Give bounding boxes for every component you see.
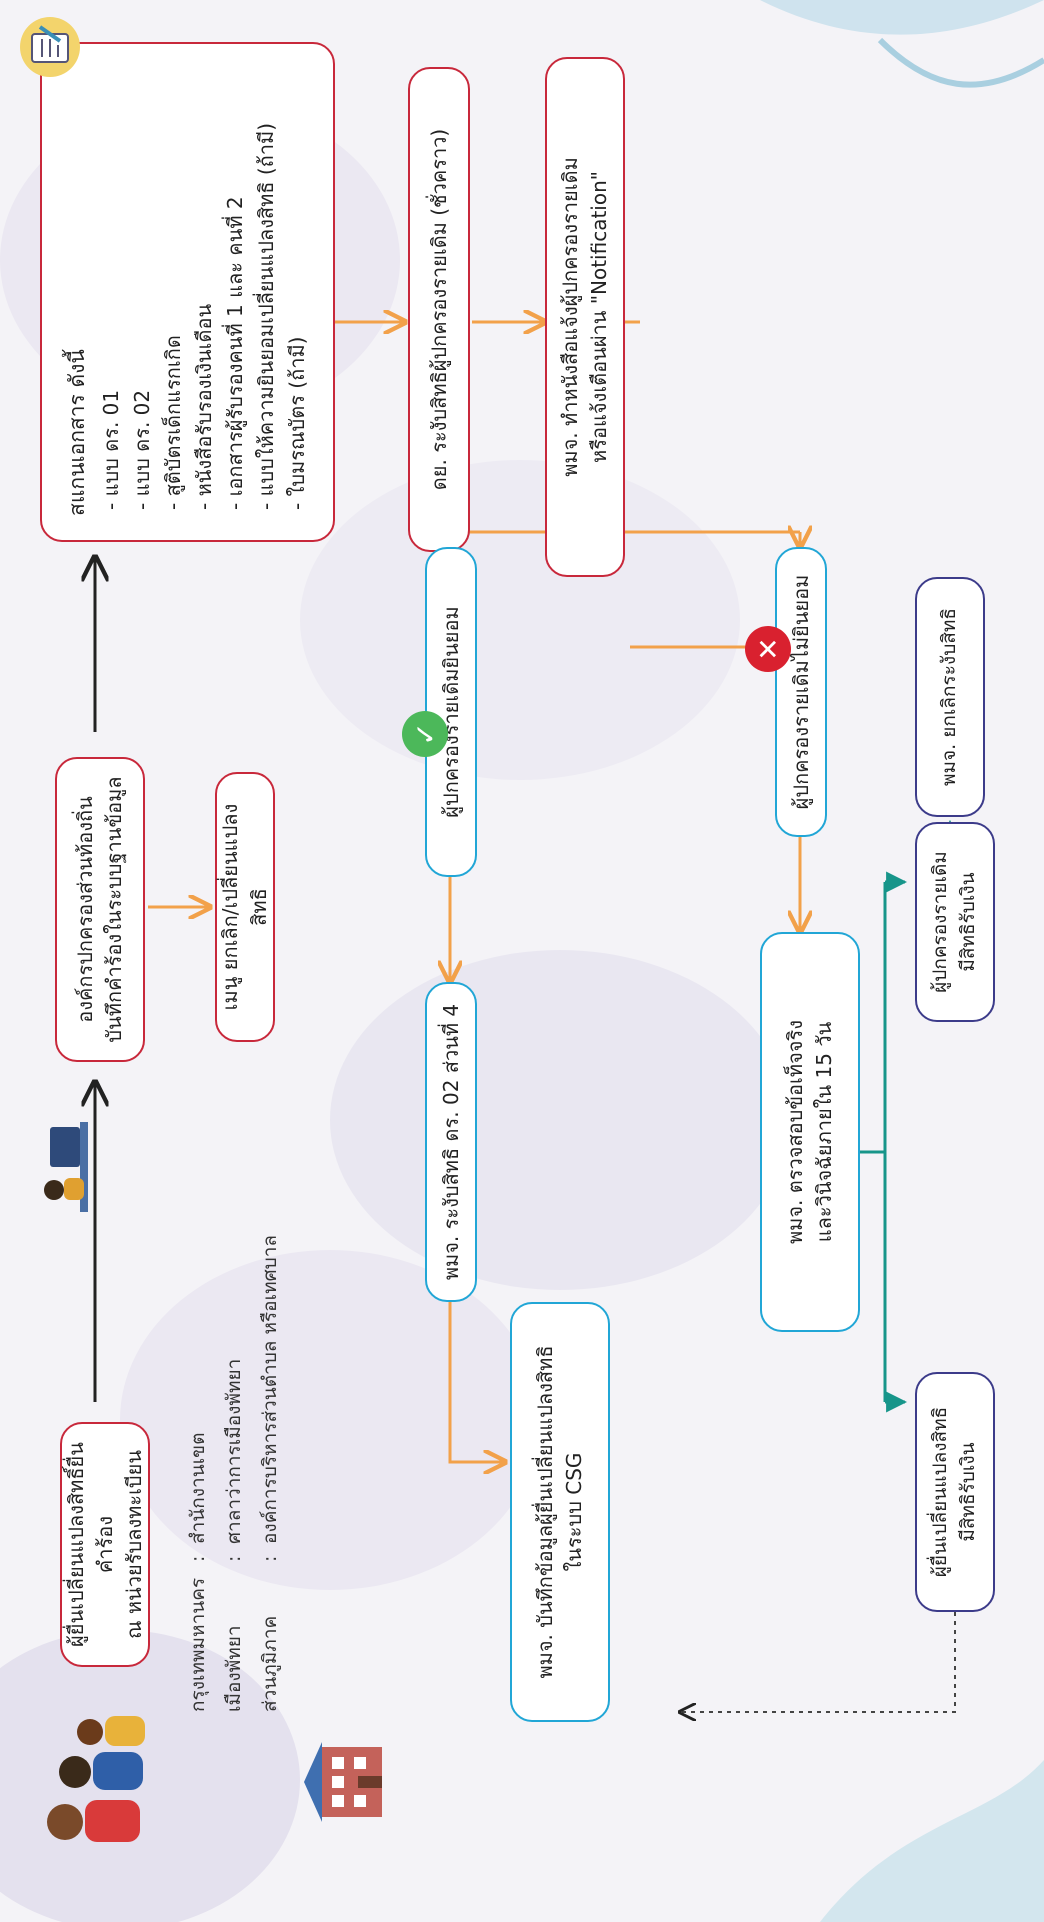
- document-item: สูติบัตรเด็กแรกเกิด: [158, 68, 189, 510]
- csg-box-line2: ในระบบ CSG: [562, 1452, 586, 1572]
- lao-box-line2: บันทึกคำร้องในระบบฐานข้อมูล: [102, 776, 126, 1043]
- lao-box-line1: องค์กรปกครองส่วนท้องถิ่น: [73, 796, 97, 1023]
- dotted-new-to-csg: [680, 1612, 956, 1712]
- suspend-box-text: ดย. ระงับสิทธิผู้ปกครองรายเดิม (ชั่วคราว…: [426, 128, 451, 491]
- new-applicant-box: ผู้ยื่นเปลี่ยนแปลงสิทธิ มีสิทธิรับเงิน: [915, 1372, 995, 1612]
- cancel-suspension-box: พมจ. ยกเลิกระงับสิทธิ: [915, 577, 985, 817]
- original-guardian-box: ผู้ปกครองรายเดิม มีสิทธิรับเงิน: [915, 822, 995, 1022]
- checklist-icon: [20, 17, 80, 77]
- noconsent-box: ผู้ปกครองรายเดิมไม่ยินยอม: [775, 547, 827, 837]
- office-row: กรุงเทพมหานคร : สำนักงานเขต: [180, 1235, 216, 1712]
- suspend-part4-box: พมจ. ระงับสิทธิ ดร. 02 ส่วนที่ 4: [425, 982, 477, 1302]
- orig-box-line2: มีสิทธิรับเงิน: [957, 872, 979, 972]
- office-sep: :: [187, 1555, 209, 1562]
- noconsent-box-text: ผู้ปกครองรายเดิมไม่ยินยอม: [788, 574, 813, 810]
- new-box-line1: ผู้ยื่นเปลี่ยนแปลงสิทธิ: [929, 1406, 952, 1578]
- office-worker-icon: [44, 1122, 88, 1212]
- start-box-line2: ณ หน่วยรับลงทะเบียน: [121, 1449, 146, 1640]
- office-row: ส่วนภูมิภาค : องค์การบริหารส่วนตำบล หรือ…: [252, 1235, 288, 1712]
- cancel-box-text: พมจ. ยกเลิกระงับสิทธิ: [938, 608, 961, 787]
- menu-box: เมนู ยกเลิก/เปลี่ยนแปลงสิทธิ: [215, 772, 275, 1042]
- csg-box-line1: พมจ. บันทึกข้อมูลผู้ยื่นเปลี่ยนแปลงสิทธิ: [533, 1345, 557, 1679]
- office-unit: องค์การบริหารส่วนตำบล หรือเทศบาล: [259, 1234, 282, 1544]
- office-sep: :: [223, 1555, 246, 1562]
- document-item: หนังสือรับรองเงินเดือน: [189, 68, 220, 510]
- csg-box: พมจ. บันทึกข้อมูลผู้ยื่นเปลี่ยนแปลงสิทธิ…: [510, 1302, 610, 1722]
- document-item: ใบมรณบัตร (ถ้ามี): [282, 68, 313, 510]
- arrow-notify-to-consent: [630, 577, 730, 640]
- arrow-suspend4-to-csg: [448, 1302, 505, 1462]
- document-item: แบบ ดร. 01: [96, 68, 127, 510]
- verify-box: พมจ. ตรวจสอบข้อเท็จจริง และวินิจฉัยภายใน…: [760, 932, 860, 1332]
- start-box: ผู้ยื่นเปลี่ยนแปลงสิทธิ์ยื่นคำร้อง ณ หน่…: [60, 1422, 150, 1667]
- offices-list: กรุงเทพมหานคร : สำนักงานเขต เมืองพัทยา :…: [180, 1235, 288, 1712]
- lao-box: องค์กรปกครองส่วนท้องถิ่น บันทึกคำร้องในร…: [55, 757, 145, 1062]
- menu-box-text: เมนู ยกเลิก/เปลี่ยนแปลงสิทธิ: [218, 803, 271, 1011]
- building-icon: [304, 1742, 382, 1822]
- check-circle-icon: ✓: [402, 711, 448, 757]
- office-name: เมืองพัทยา: [223, 1625, 246, 1712]
- suspend-box: ดย. ระงับสิทธิผู้ปกครองรายเดิม (ชั่วคราว…: [408, 67, 470, 552]
- verify-box-line2: และวินิจฉัยภายใน 15 วัน: [812, 1021, 836, 1243]
- suspend-part4-text: พมจ. ระงับสิทธิ ดร. 02 ส่วนที่ 4: [438, 1003, 463, 1281]
- documents-list: แบบ ดร. 01 แบบ ดร. 02 สูติบัตรเด็กแรกเกิ…: [96, 68, 313, 516]
- orig-box-line1: ผู้ปกครองรายเดิม: [929, 851, 952, 993]
- document-item: แบบ ดร. 02: [127, 68, 158, 510]
- office-unit: ศาลาว่าการเมืองพัทยา: [223, 1358, 246, 1544]
- documents-box: สแกนเอกสาร ดังนี้ แบบ ดร. 01 แบบ ดร. 02 …: [40, 42, 335, 542]
- office-row: เมืองพัทยา : ศาลาว่าการเมืองพัทยา: [216, 1235, 252, 1712]
- new-box-line2: มีสิทธิรับเงิน: [957, 1442, 979, 1542]
- office-unit: สำนักงานเขต: [187, 1432, 209, 1544]
- office-name: ส่วนภูมิภาค: [259, 1615, 282, 1712]
- family-icon: [47, 1716, 145, 1842]
- notify-box-line1: พมจ. ทำหนังสือแจ้งผู้ปกครองรายเดิม: [558, 157, 582, 477]
- leaf-decoration: [760, 0, 1044, 1922]
- notify-box: พมจ. ทำหนังสือแจ้งผู้ปกครองรายเดิม หรือแ…: [545, 57, 625, 577]
- document-item: แบบให้ความยินยอมเปลี่ยนแปลงสิทธิ (ถ้ามี): [251, 68, 282, 510]
- checklist-icon-glyph: [31, 25, 69, 63]
- consent-box-text: ผู้ปกครองรายเดิมยินยอม: [438, 606, 463, 818]
- document-item: เอกสารผู้รับรองคนที่ 1 และ คนที่ 2: [220, 68, 251, 510]
- documents-title: สแกนเอกสาร ดังนี้: [65, 349, 89, 516]
- office-sep: :: [259, 1555, 282, 1562]
- verify-box-line1: พมจ. ตรวจสอบข้อเท็จจริง: [783, 1019, 807, 1245]
- notify-box-line2: หรือแจ้งเตือนผ่าน "Notification": [587, 171, 611, 463]
- start-box-line1: ผู้ยื่นเปลี่ยนแปลงสิทธิ์ยื่นคำร้อง: [63, 1442, 117, 1647]
- office-name: กรุงเทพมหานคร: [187, 1577, 209, 1712]
- x-circle-icon: ✕: [745, 626, 791, 672]
